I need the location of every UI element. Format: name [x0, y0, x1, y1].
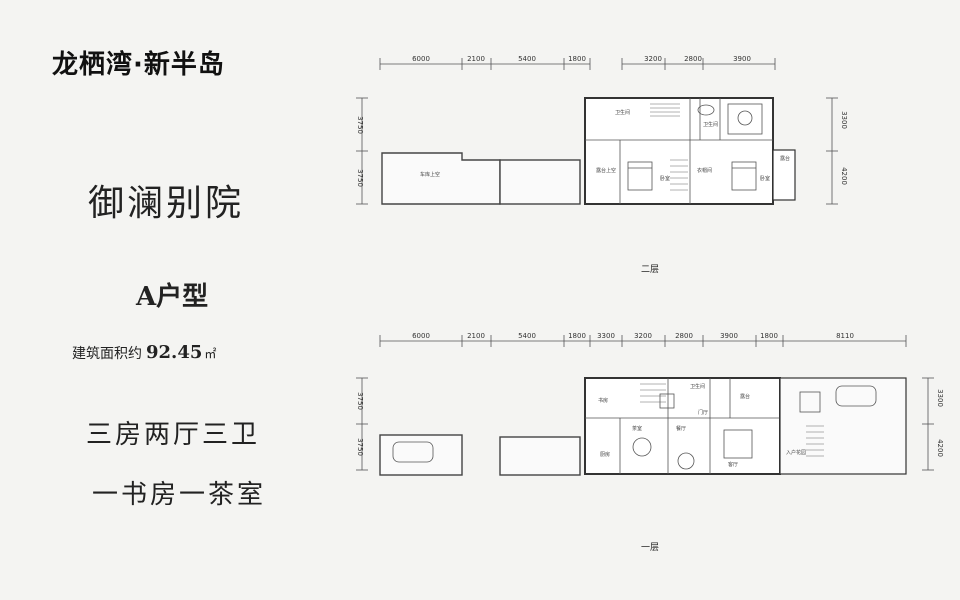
floor1-dim: 3200 [634, 332, 652, 340]
room-label: 门厅 [698, 409, 708, 416]
room-label: 客厅 [728, 461, 738, 468]
floor1-dim: 2100 [467, 332, 485, 340]
brand-title: 龙栖湾·新半岛 [52, 50, 225, 80]
project-name: 御澜别院 [88, 183, 245, 224]
room-label: 书房 [598, 397, 608, 404]
unit-type: A户型 [136, 282, 209, 312]
room-label: 衣帽间 [697, 167, 712, 174]
room-label: 卧室 [760, 175, 770, 182]
floor1-right-dim: 3300 [936, 389, 944, 407]
feature-extras: 一书房一茶室 [92, 480, 267, 510]
floor1-side-dimension-labels: 3750 3750 3300 4200 [356, 389, 944, 457]
room-label: 车库上空 [420, 171, 440, 178]
floor2-side-dimension-labels: 3750 3750 3300 4200 [356, 111, 848, 187]
floor1-top-dimension-labels: 6000 2100 5400 1800 3300 3200 2800 3900 … [412, 332, 854, 340]
floor1-dim: 6000 [412, 332, 430, 340]
floor1-dim: 2800 [675, 332, 693, 340]
floor1-dim: 3900 [720, 332, 738, 340]
room-label: 厨房 [600, 451, 610, 458]
floor2-dim: 2800 [684, 55, 702, 63]
floor2-dim: 6000 [412, 55, 430, 63]
area-value: 92.45 [146, 342, 203, 363]
room-label: 卫生间 [615, 109, 630, 116]
room-label: 茶室 [632, 425, 642, 432]
room-label: 卫生间 [690, 383, 705, 390]
floor1-dim: 1800 [568, 332, 586, 340]
floor2-plan [356, 58, 838, 205]
room-label: 露台 [780, 155, 790, 162]
feature-rooms: 三房两厅三卫 [86, 420, 261, 450]
floor1-left-dim: 3750 [356, 438, 364, 456]
area-label: 建筑面积约 [72, 346, 142, 362]
floor2-dim: 5400 [518, 55, 536, 63]
floor1-caption: 一层 [641, 542, 659, 553]
floor1-dim: 8110 [836, 332, 854, 340]
floor2-dim: 1800 [568, 55, 586, 63]
room-label: 露台 [740, 393, 750, 400]
floor2-top-dimension-labels: 6000 2100 5400 1800 3200 2800 3900 [412, 55, 751, 63]
floor2-right-dim: 4200 [840, 167, 848, 185]
floor1-plan [356, 335, 934, 476]
room-label: 卧室 [660, 175, 670, 182]
floor1-dim: 1800 [760, 332, 778, 340]
floor2-dim: 3900 [733, 55, 751, 63]
floor1-dim: 3300 [597, 332, 615, 340]
floor1-room-labels: 书房 茶室 客厅 餐厅 厨房 卫生间 门厅 入户花园 露台 [598, 383, 806, 468]
room-label: 卫生间 [703, 121, 718, 128]
floor1-left-dim: 3750 [356, 392, 364, 410]
floor2-dim: 2100 [467, 55, 485, 63]
floor2-caption: 二层 [641, 264, 659, 275]
floor2-room-labels: 卫生间 卧室 卧室 露台 衣帽间 卫生间 露台上空 车库上空 [420, 109, 790, 182]
room-label: 露台上空 [596, 167, 616, 174]
floor1-right-dim: 4200 [936, 439, 944, 457]
room-label: 餐厅 [676, 425, 686, 432]
floor2-dim: 3200 [644, 55, 662, 63]
room-label: 入户花园 [786, 449, 806, 456]
floor2-left-dim: 3750 [356, 169, 364, 187]
floor2-right-dim: 3300 [840, 111, 848, 129]
floor2-left-dim: 3750 [356, 116, 364, 134]
area-unit: ㎡ [204, 347, 217, 361]
floor1-dim: 5400 [518, 332, 536, 340]
